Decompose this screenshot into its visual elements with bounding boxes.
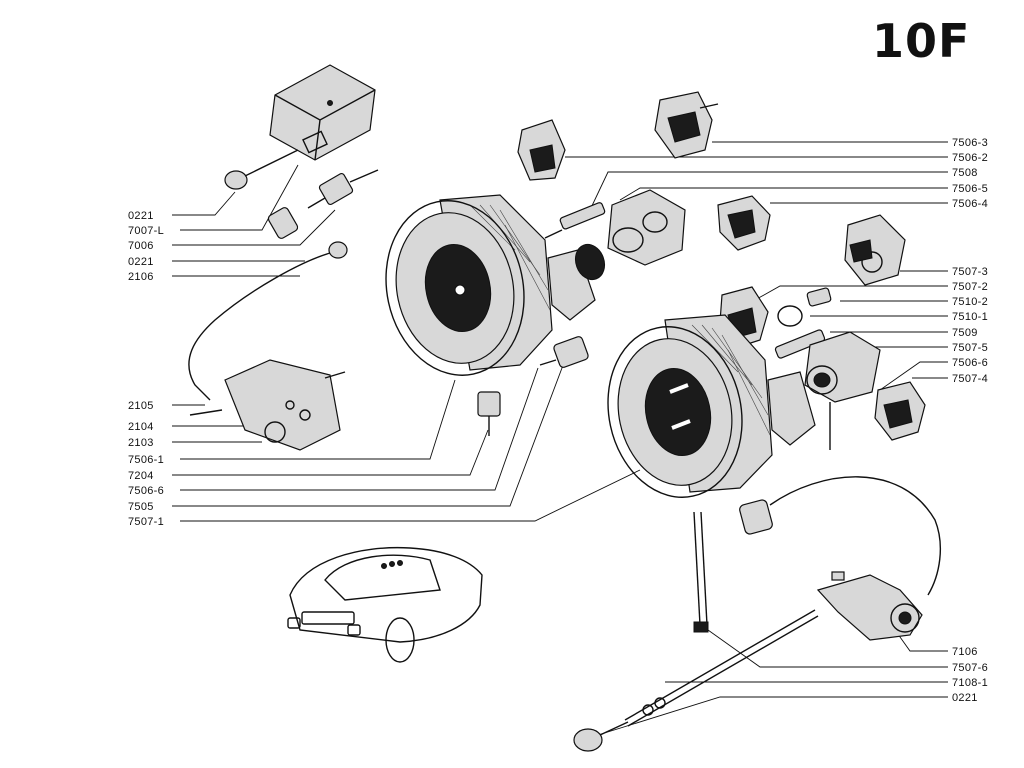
label-left-7: 2103 — [128, 437, 154, 449]
bulb-7510 — [777, 287, 832, 327]
label-right-0: 7506-3 — [952, 137, 988, 149]
housing-7507-5 — [804, 331, 881, 450]
gauge-left — [385, 194, 596, 376]
bracket-2104 — [189, 359, 346, 451]
label-right-14: 7507-6 — [952, 662, 988, 674]
label-right-10: 7507-5 — [952, 342, 988, 354]
page-number: 10F — [872, 14, 971, 68]
label-left-9: 7204 — [128, 470, 154, 482]
holder-7007 — [267, 207, 299, 239]
module-7506-3 — [654, 91, 719, 159]
right-leader-lines — [565, 141, 948, 736]
cable-7106 — [739, 476, 941, 596]
label-left-11: 7505 — [128, 501, 154, 513]
part-7204 — [477, 391, 501, 436]
label-left-12: 7507-1 — [128, 516, 164, 528]
label-right-16: 0221 — [952, 692, 978, 704]
label-left-1: 7007-L — [128, 225, 164, 237]
sender-box — [269, 64, 376, 161]
part-7505 — [539, 336, 589, 368]
rod-7507-6 — [693, 511, 709, 633]
module-7506-4 — [717, 195, 771, 251]
car-sketch — [287, 546, 483, 663]
label-right-3: 7506-5 — [952, 183, 988, 195]
label-left-3: 0221 — [128, 256, 154, 268]
label-right-15: 7108-1 — [952, 677, 988, 689]
label-left-8: 7506-1 — [128, 454, 164, 466]
pipe-7509 — [774, 329, 826, 359]
left-labels: 0221 7007-L 7006 0221 2106 2105 2104 210… — [128, 210, 164, 528]
label-right-8: 7510-1 — [952, 311, 988, 323]
gauge-right — [607, 314, 816, 498]
label-left-10: 7506-6 — [128, 485, 164, 497]
switch-7006 — [307, 169, 379, 209]
label-right-5: 7507-3 — [952, 266, 988, 278]
label-left-2: 7006 — [128, 240, 154, 252]
knob-bottom-0221 — [573, 721, 629, 752]
right-labels: 7506-3 7506-2 7508 7506-5 7506-4 7507-3 … — [952, 137, 988, 704]
label-left-4: 2106 — [128, 271, 154, 283]
label-left-0: 0221 — [128, 210, 154, 222]
label-right-2: 7508 — [952, 167, 978, 179]
label-right-12: 7507-4 — [952, 373, 988, 385]
label-right-1: 7506-2 — [952, 152, 988, 164]
knob-top-left — [224, 149, 299, 190]
label-right-7: 7510-2 — [952, 296, 988, 308]
label-right-6: 7507-2 — [952, 281, 988, 293]
label-right-4: 7506-4 — [952, 198, 988, 210]
cable-2106 — [188, 241, 348, 401]
cable-7108-1 — [624, 609, 819, 727]
left-leader-lines — [172, 164, 641, 522]
label-right-11: 7506-6 — [952, 357, 988, 369]
housing-7506-5 — [574, 189, 686, 281]
label-left-6: 2104 — [128, 421, 154, 433]
module-7507-3 — [844, 214, 906, 286]
module-7507-4 — [874, 381, 926, 441]
label-right-9: 7509 — [952, 327, 978, 339]
trip-unit-7106 — [816, 571, 923, 641]
label-left-5: 2105 — [128, 400, 154, 412]
pipe-7508 — [544, 202, 606, 239]
module-7506-2 — [517, 119, 566, 181]
label-right-13: 7106 — [952, 646, 978, 658]
